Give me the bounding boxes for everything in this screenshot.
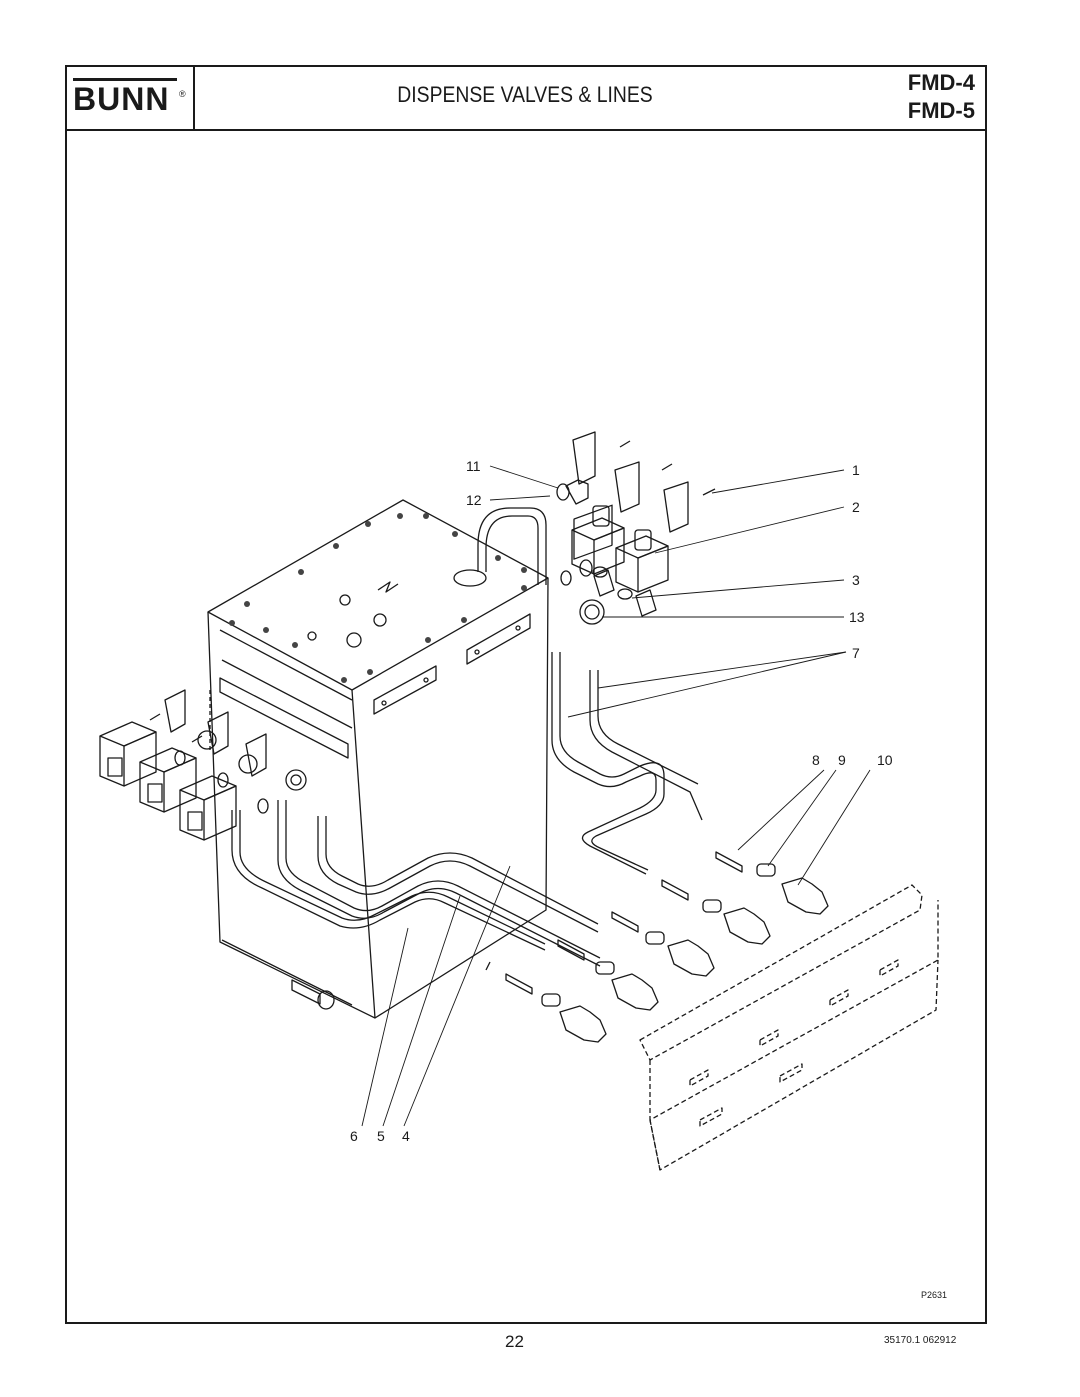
model-list: FMD-4 FMD-5	[908, 69, 975, 125]
figure-id: P2631	[921, 1290, 947, 1300]
callout-12: 12	[466, 492, 482, 508]
dispense-lines	[231, 652, 703, 971]
logo-rule	[73, 78, 177, 81]
page-frame: BUNN ® DISPENSE VALVES & LINES FMD-4 FMD…	[65, 65, 987, 1324]
callout-9: 9	[838, 752, 846, 768]
model-fmd-5: FMD-5	[907, 98, 975, 123]
registered-mark: ®	[179, 89, 186, 99]
leader-lines	[361, 465, 871, 1127]
callout-10: 10	[877, 752, 893, 768]
callout-4: 4	[402, 1128, 410, 1144]
left-valve-assembly	[99, 677, 349, 841]
callout-3: 3	[852, 572, 860, 588]
front-panel	[639, 884, 939, 1171]
right-valve-assembly	[556, 431, 716, 625]
callout-13: 13	[849, 609, 865, 625]
tank	[207, 499, 549, 1019]
model-fmd-4: FMD-4	[907, 70, 975, 95]
callouts: 11 12 1 2 3 13 7 8 9 10 6 5 4	[350, 458, 893, 1144]
callout-6: 6	[350, 1128, 358, 1144]
callout-2: 2	[852, 499, 860, 515]
callout-5: 5	[377, 1128, 385, 1144]
callout-11: 11	[466, 458, 481, 474]
brand-logo: BUNN	[73, 81, 170, 117]
fittings	[505, 851, 829, 1043]
callout-7: 7	[852, 645, 860, 661]
callout-1: 1	[852, 462, 860, 478]
header: BUNN ® DISPENSE VALVES & LINES FMD-4 FMD…	[67, 67, 985, 131]
page-title: DISPENSE VALVES & LINES	[397, 82, 653, 107]
document-code: 35170.1 062912	[884, 1335, 957, 1346]
callout-8: 8	[812, 752, 820, 768]
logo-cell: BUNN ®	[67, 67, 195, 129]
page-number: 22	[505, 1332, 524, 1351]
